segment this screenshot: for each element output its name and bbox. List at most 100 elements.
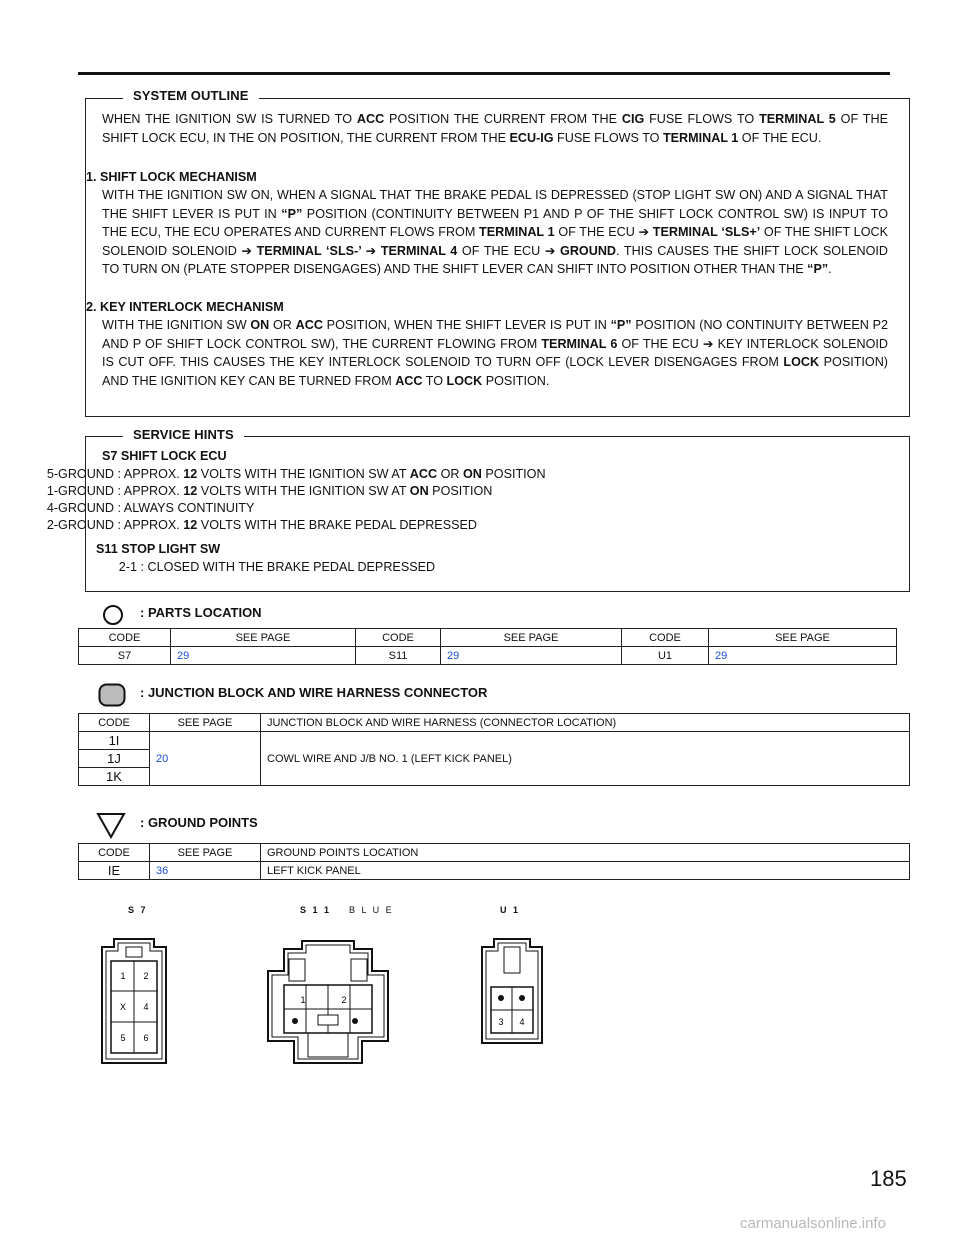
s11-connector: 1 2	[267, 940, 389, 1064]
hint-code: 5-GROUND	[46, 467, 114, 481]
table-row: 1I 20 COWL WIRE AND J/B NO. 1 (LEFT KICK…	[78, 731, 910, 786]
shift-lock-part: POSITION (CONTINUITY BETWEEN P1 AND P OF…	[102, 206, 888, 240]
table-header: JUNCTION BLOCK AND WIRE HARNESS (CONNECT…	[260, 713, 910, 732]
table-header: CODE	[78, 713, 150, 732]
hint-on: ON	[409, 484, 429, 498]
hint-row: 2-1 : CLOSED WITH THE BRAKE PEDAL DEPRES…	[30, 559, 435, 576]
key-interlock-part: POSITION, WHEN THE SHIFT LEVER IS PUT IN	[322, 318, 611, 332]
page-link[interactable]: 29	[708, 646, 897, 665]
shift-lock-part: OF THE ECU	[457, 243, 545, 258]
pin-label: 4	[143, 1002, 148, 1012]
s7-heading: S7 SHIFT LOCK ECU	[102, 449, 227, 463]
junction-label: : JUNCTION BLOCK AND WIRE HARNESS CONNEC…	[140, 685, 488, 700]
hint-text: VOLTS WITH THE BRAKE PEDAL DEPRESSED	[197, 518, 478, 532]
pin-label: 1	[300, 995, 305, 1005]
table-header: CODE	[621, 628, 709, 647]
hint-value: 12	[183, 484, 198, 498]
watermark: carmanualsonline.info	[740, 1215, 886, 1232]
table-header-row: CODE SEE PAGE CODE SEE PAGE CODE SEE PAG…	[78, 628, 897, 647]
hint-text: VOLTS WITH THE IGNITION SW AT	[197, 467, 410, 481]
page-link[interactable]: 29	[170, 646, 356, 665]
table-header: SEE PAGE	[708, 628, 897, 647]
shift-lock-part: TERMINAL 1	[479, 225, 555, 240]
intro-cig: CIG	[621, 112, 645, 126]
table-header: SEE PAGE	[440, 628, 622, 647]
hint-code: 2-GROUND	[46, 518, 114, 532]
key-interlock-heading: 2. KEY INTERLOCK MECHANISM	[86, 300, 284, 314]
intro-text: POSITION THE CURRENT FROM THE	[384, 112, 622, 126]
service-hints-title: SERVICE HINTS	[123, 427, 244, 442]
parts-location-icon	[103, 605, 123, 625]
connector-color-s11: B L U E	[349, 905, 394, 915]
table-header: SEE PAGE	[170, 628, 356, 647]
key-interlock-part: OR	[269, 318, 296, 332]
table-header: CODE	[78, 628, 171, 647]
key-interlock-part: POSITION) AND THE IGNITION KEY CAN BE TU…	[102, 355, 888, 388]
hint-text: : APPROX.	[114, 518, 184, 532]
key-interlock-part: LOCK	[446, 373, 483, 388]
page-link[interactable]: 36	[149, 861, 261, 880]
shift-lock-heading: 1. SHIFT LOCK MECHANISM	[86, 170, 257, 184]
connector-label-s11: S 1 1	[300, 905, 332, 915]
hint-text: : CLOSED WITH THE BRAKE PEDAL DEPRESSED	[137, 560, 436, 574]
shift-lock-part: OF THE ECU	[554, 225, 639, 240]
key-interlock-part: POSITION (NO CONTINUITY BETWEEN P2 AND P…	[102, 318, 888, 351]
table-header-row: CODE SEE PAGE GROUND POINTS LOCATION	[78, 843, 910, 862]
ground-points-table: CODE SEE PAGE GROUND POINTS LOCATION IE …	[78, 843, 910, 880]
shift-lock-text: WITH THE IGNITION SW ON, WHEN A SIGNAL T…	[102, 186, 888, 279]
key-interlock-part: OF THE ECU	[617, 336, 703, 351]
table-cell: 1K	[78, 767, 150, 786]
table-header: CODE	[355, 628, 441, 647]
intro-text: FUSE FLOWS TO	[553, 130, 663, 145]
intro-acc: ACC	[356, 112, 385, 126]
intro-text: FUSE FLOWS TO	[644, 112, 760, 126]
hint-text: OR	[437, 467, 463, 481]
intro-text: OF THE ECU.	[738, 130, 822, 145]
page-link[interactable]: 29	[440, 646, 622, 665]
key-interlock-part: WITH THE IGNITION SW	[102, 318, 251, 332]
table-cell: S11	[355, 646, 441, 665]
shift-lock-part: ➔ TERMINAL ‘SLS+’	[638, 225, 761, 240]
key-interlock-part: TERMINAL 6	[541, 336, 618, 351]
table-cell: 1J	[78, 749, 150, 768]
s7-connector: 1 2 X 4 5 6	[101, 938, 167, 1064]
table-row: IE 36 LEFT KICK PANEL	[78, 861, 910, 880]
table-header-row: CODE SEE PAGE JUNCTION BLOCK AND WIRE HA…	[78, 713, 910, 732]
intro-text: WHEN THE IGNITION SW IS TURNED TO	[102, 112, 357, 126]
hint-row: 2-GROUND : APPROX. 12 VOLTS WITH THE BRA…	[30, 517, 477, 534]
hint-code: 2-1	[118, 560, 137, 574]
top-rule	[78, 72, 890, 75]
table-cell: U1	[621, 646, 709, 665]
hint-text: : APPROX.	[114, 467, 184, 481]
junction-table: CODE SEE PAGE JUNCTION BLOCK AND WIRE HA…	[78, 713, 910, 786]
intro-text: OF THE SHIFT LOCK ECU, IN THE ON POSITIO…	[102, 112, 888, 145]
hint-code: 4-GROUND	[46, 501, 114, 515]
table-header: SEE PAGE	[149, 713, 261, 732]
pin-label: 3	[498, 1017, 503, 1027]
key-interlock-text: WITH THE IGNITION SW ON OR ACC POSITION,…	[102, 316, 888, 390]
table-cell: IE	[78, 861, 150, 880]
shift-lock-part: OF THE SHIFT LOCK SOLENOID SOLENOID	[102, 225, 888, 258]
key-interlock-part: POSITION.	[482, 373, 550, 388]
junction-connector-icon	[98, 683, 126, 707]
shift-lock-part: ➔ TERMINAL ‘SLS-’ ➔ TERMINAL 4	[241, 243, 458, 258]
connector-label-u1: U 1	[500, 905, 521, 915]
pin-label: 4	[519, 1017, 524, 1027]
parts-location-table: CODE SEE PAGE CODE SEE PAGE CODE SEE PAG…	[78, 628, 897, 665]
hint-row: 5-GROUND : APPROX. 12 VOLTS WITH THE IGN…	[30, 466, 546, 483]
table-cell: LEFT KICK PANEL	[260, 861, 910, 880]
hint-code: 1-GROUND	[46, 484, 114, 498]
pin-label: 6	[143, 1033, 148, 1043]
service-hints-panel	[85, 436, 910, 592]
shift-lock-part: WITH THE IGNITION SW ON, WHEN A SIGNAL T…	[102, 188, 888, 221]
hint-text: POSITION	[428, 484, 493, 498]
hint-text: : APPROX.	[114, 484, 184, 498]
hint-text: VOLTS WITH THE IGNITION SW AT	[197, 484, 410, 498]
hint-acc: ACC	[409, 467, 438, 481]
table-cell: COWL WIRE AND J/B NO. 1 (LEFT KICK PANEL…	[260, 731, 910, 786]
page-link[interactable]: 20	[149, 731, 261, 786]
key-interlock-part: ACC	[295, 318, 323, 332]
hint-row: 4-GROUND : ALWAYS CONTINUITY	[30, 500, 255, 517]
pin-label: X	[120, 1002, 126, 1012]
intro-terminal-1: TERMINAL 1	[662, 130, 739, 145]
